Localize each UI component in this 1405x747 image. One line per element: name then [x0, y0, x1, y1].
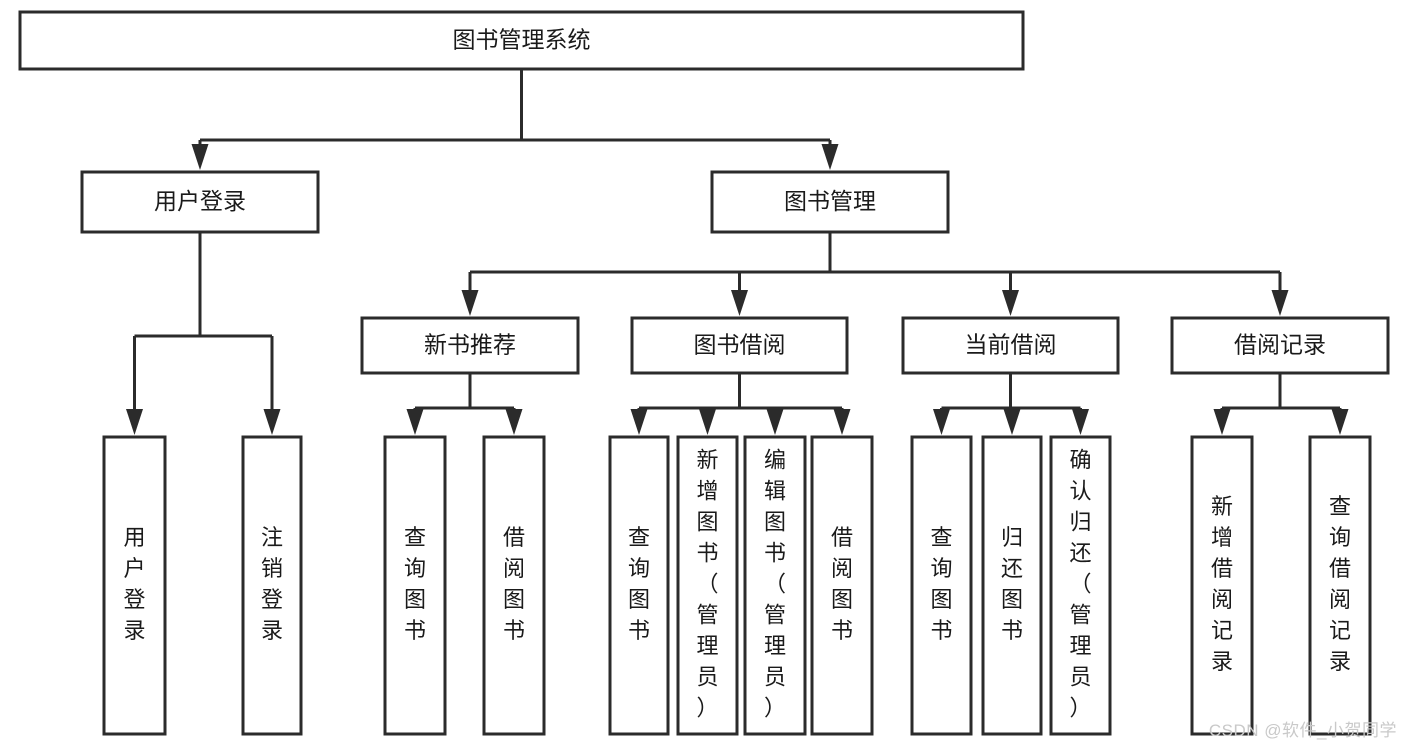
node-label: 图书管理系统: [453, 27, 591, 53]
arrow-head-icon: [1072, 409, 1089, 435]
node-leaf-login-1[interactable]: 用户登录: [102, 435, 167, 736]
node-box: [241, 435, 303, 736]
node-box: [18, 10, 1025, 71]
node-box: [360, 316, 580, 375]
node-login[interactable]: 用户登录: [80, 170, 320, 234]
node-box: [608, 435, 670, 736]
node-box: [80, 170, 320, 234]
arrow-head-icon: [1331, 409, 1349, 435]
node-label: 图书管理: [784, 188, 876, 214]
node-label: 借阅图书: [831, 525, 853, 643]
node-box: [910, 435, 973, 736]
edge-group-current: [933, 373, 1089, 435]
edge-group-bookmgmt: [461, 232, 1289, 316]
edge-group-login: [126, 232, 281, 435]
edge-layer: [126, 69, 1349, 435]
arrow-head-icon: [1213, 409, 1231, 435]
node-leaf-cur-1[interactable]: 查询图书: [910, 435, 973, 736]
node-box: [710, 170, 950, 234]
watermark-text: CSDN @软件_小贺同学: [1208, 721, 1397, 740]
node-box: [1308, 435, 1372, 736]
node-label: 查询图书: [930, 525, 952, 643]
node-root[interactable]: 图书管理系统: [18, 10, 1025, 71]
edge-group-borrow: [630, 373, 851, 435]
node-box: [482, 435, 546, 736]
node-label: 注销登录: [261, 525, 283, 643]
node-label: 新书推荐: [424, 332, 516, 358]
node-bookmgmt[interactable]: 图书管理: [710, 170, 950, 234]
arrow-head-icon: [630, 409, 648, 435]
arrow-head-icon: [505, 409, 523, 435]
arrow-head-icon: [191, 144, 209, 170]
edge-group-root: [191, 69, 839, 170]
node-label: 图书借阅: [694, 332, 786, 358]
node-label: 新增图书（管理员）: [696, 447, 718, 720]
arrow-head-icon: [263, 409, 281, 435]
node-leaf-login-2[interactable]: 注销登录: [241, 435, 303, 736]
node-box: [743, 435, 807, 736]
node-box: [102, 435, 167, 736]
edge-group-records: [1213, 373, 1349, 435]
node-box: [981, 435, 1043, 736]
node-current[interactable]: 当前借阅: [901, 316, 1120, 375]
node-label: 用户登录: [123, 525, 145, 643]
node-layer: 图书管理系统用户登录图书管理新书推荐图书借阅当前借阅借阅记录用户登录注销登录查询…: [18, 10, 1390, 736]
node-label: 查询图书: [628, 525, 650, 643]
node-label: 借阅记录: [1234, 332, 1326, 358]
arrow-head-icon: [126, 409, 143, 435]
node-box: [1190, 435, 1254, 736]
node-box: [383, 435, 447, 736]
node-records[interactable]: 借阅记录: [1170, 316, 1390, 375]
arrow-head-icon: [1003, 409, 1021, 435]
arrow-head-icon: [833, 409, 851, 435]
node-leaf-borrow-3[interactable]: 编辑图书（管理员）: [743, 435, 807, 736]
node-box: [630, 316, 849, 375]
node-label: 用户登录: [154, 188, 246, 214]
node-leaf-borrow-1[interactable]: 查询图书: [608, 435, 670, 736]
arrow-head-icon: [699, 409, 716, 435]
node-leaf-rec-1[interactable]: 新增借阅记录: [1190, 435, 1254, 736]
node-borrow[interactable]: 图书借阅: [630, 316, 849, 375]
arrow-head-icon: [406, 409, 424, 435]
node-leaf-new-1[interactable]: 查询图书: [383, 435, 447, 736]
node-leaf-new-2[interactable]: 借阅图书: [482, 435, 546, 736]
node-label: 当前借阅: [965, 332, 1057, 358]
node-leaf-rec-2[interactable]: 查询借阅记录: [1308, 435, 1372, 736]
node-leaf-cur-3[interactable]: 确认归还（管理员）: [1049, 435, 1112, 736]
node-label: 借阅图书: [503, 525, 525, 643]
node-box: [1049, 435, 1112, 736]
node-box: [1170, 316, 1390, 375]
edge-group-newbook: [406, 373, 523, 435]
arrow-head-icon: [1002, 290, 1019, 316]
node-leaf-borrow-2[interactable]: 新增图书（管理员）: [676, 435, 739, 736]
node-leaf-cur-2[interactable]: 归还图书: [981, 435, 1043, 736]
node-label: 查询借阅记录: [1329, 494, 1351, 674]
arrow-head-icon: [731, 290, 748, 316]
node-leaf-borrow-4[interactable]: 借阅图书: [810, 435, 874, 736]
node-label: 确认归还（管理员）: [1069, 447, 1091, 720]
node-box: [901, 316, 1120, 375]
arrow-head-icon: [766, 409, 784, 435]
node-label: 查询图书: [404, 525, 426, 643]
arrow-head-icon: [461, 290, 479, 316]
arrow-head-icon: [933, 409, 950, 435]
node-label: 新增借阅记录: [1211, 494, 1233, 674]
node-label: 编辑图书（管理员）: [764, 447, 786, 720]
node-box: [676, 435, 739, 736]
arrow-head-icon: [1271, 290, 1289, 316]
node-label: 归还图书: [1001, 525, 1023, 643]
node-box: [810, 435, 874, 736]
node-newbook[interactable]: 新书推荐: [360, 316, 580, 375]
arrow-head-icon: [821, 144, 839, 170]
